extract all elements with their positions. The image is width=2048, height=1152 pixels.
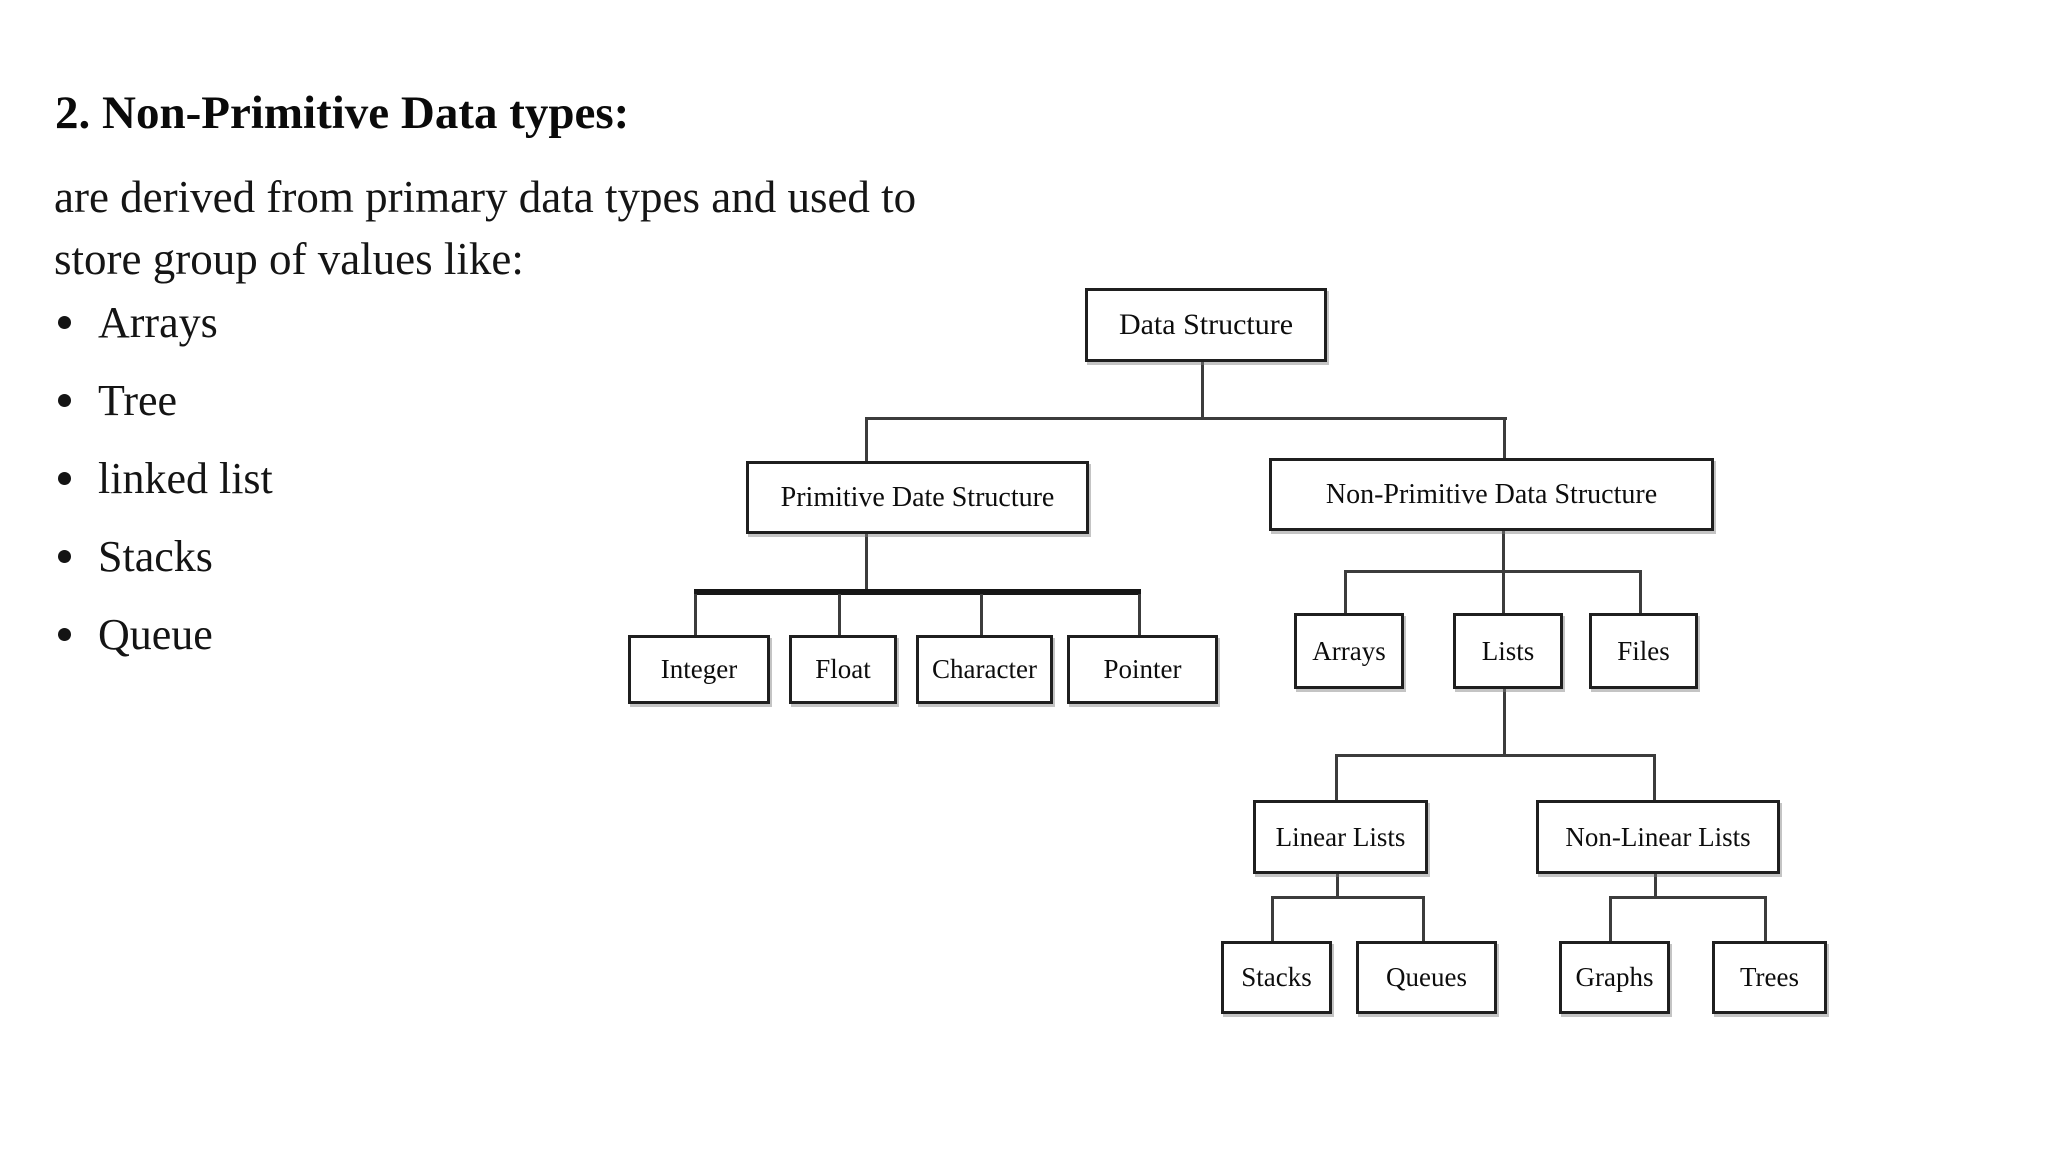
bullet-label: linked list xyxy=(98,453,273,503)
intro-paragraph: are derived from primary data types and … xyxy=(54,166,916,290)
connector-line xyxy=(1609,896,1612,942)
bullet-label: Tree xyxy=(98,375,178,425)
node-queues: Queues xyxy=(1356,941,1497,1014)
node-non-linear-lists: Non-Linear Lists xyxy=(1536,800,1780,874)
list-item: linked list xyxy=(58,439,273,517)
node-primitive-data-structure: Primitive Date Structure xyxy=(746,461,1089,534)
connector-line xyxy=(980,594,983,636)
bullet-dot-icon xyxy=(58,315,71,329)
connector-line xyxy=(865,417,868,463)
node-non-primitive-data-structure: Non-Primitive Data Structure xyxy=(1269,458,1714,531)
connector-line xyxy=(838,594,841,636)
connector-line xyxy=(1502,525,1505,614)
node-stacks: Stacks xyxy=(1221,941,1332,1014)
connector-line xyxy=(1503,683,1506,757)
bullet-label: Arrays xyxy=(98,297,218,347)
connector-line xyxy=(1336,868,1339,899)
bullet-dot-icon xyxy=(58,393,71,407)
connector-line xyxy=(865,528,868,592)
connector-line xyxy=(694,594,697,636)
connector-line xyxy=(1271,896,1274,942)
connector-line xyxy=(865,417,1507,420)
connector-line xyxy=(1271,896,1425,899)
connector-line xyxy=(1503,417,1506,460)
bullet-dot-icon xyxy=(58,471,71,485)
connector-line xyxy=(1764,896,1767,942)
connector-line xyxy=(694,589,1141,595)
node-arrays: Arrays xyxy=(1294,613,1404,689)
page-title: 2. Non-Primitive Data types: xyxy=(55,87,630,139)
bullet-label: Queue xyxy=(98,609,213,659)
list-item: Tree xyxy=(58,361,273,439)
bullet-dot-icon xyxy=(58,627,71,641)
node-data-structure: Data Structure xyxy=(1085,288,1327,362)
connector-line xyxy=(1201,356,1204,418)
list-item: Stacks xyxy=(58,517,273,595)
list-item: Arrays xyxy=(58,283,273,361)
connector-line xyxy=(1609,896,1767,899)
bullet-list: Arrays Tree linked list Stacks Queue xyxy=(58,283,273,673)
node-lists: Lists xyxy=(1453,613,1563,689)
node-graphs: Graphs xyxy=(1559,941,1670,1014)
connector-line xyxy=(1344,570,1347,614)
connector-line xyxy=(1639,570,1642,614)
list-item: Queue xyxy=(58,595,273,673)
connector-line xyxy=(1344,570,1642,573)
paragraph-line: are derived from primary data types and … xyxy=(54,172,917,222)
connector-line xyxy=(1653,754,1656,801)
connector-line xyxy=(1654,868,1657,899)
bullet-dot-icon xyxy=(58,549,71,563)
connector-line xyxy=(1422,896,1425,942)
node-pointer: Pointer xyxy=(1067,635,1218,704)
node-trees: Trees xyxy=(1712,941,1827,1014)
connector-line xyxy=(1335,754,1338,801)
node-float: Float xyxy=(789,635,897,704)
connector-line xyxy=(1138,594,1141,636)
paragraph-line: store group of values like: xyxy=(54,234,524,284)
bullet-label: Stacks xyxy=(98,531,213,581)
connector-line xyxy=(1335,754,1656,757)
node-files: Files xyxy=(1589,613,1698,689)
node-linear-lists: Linear Lists xyxy=(1253,800,1428,874)
node-integer: Integer xyxy=(628,635,770,704)
node-character: Character xyxy=(916,635,1053,704)
